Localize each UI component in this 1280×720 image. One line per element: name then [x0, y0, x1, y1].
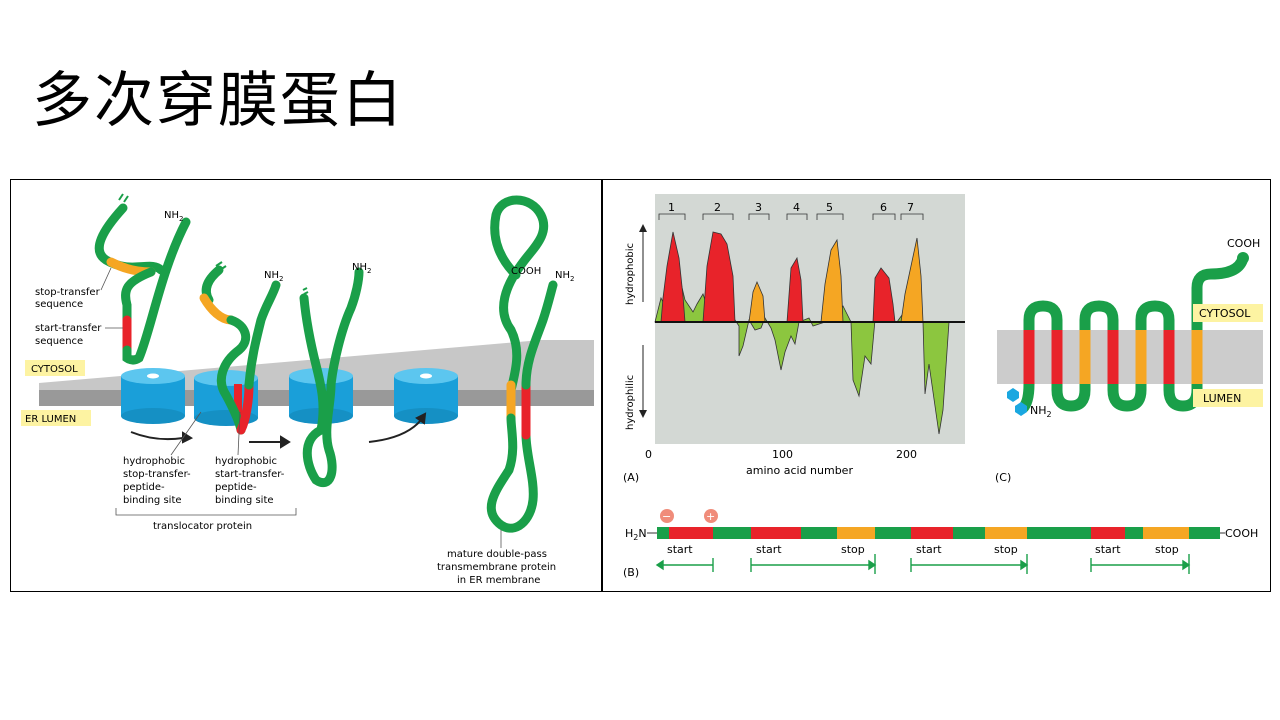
- segment-brackets: 1 2 3 4 5 6 7: [658, 201, 924, 220]
- nh2-label-3: NH2: [352, 262, 371, 275]
- sequence-arrows: [655, 554, 1191, 574]
- translocator-4: [394, 368, 458, 424]
- hydrophobic-stop-label-2: stop-transfer-: [123, 469, 191, 480]
- topology-membrane: [997, 330, 1263, 384]
- hydrophobic-stop-label-3: peptide-: [123, 482, 165, 493]
- segment-number: 3: [755, 201, 762, 214]
- slide-title: 多次穿膜蛋白: [32, 66, 404, 136]
- topology-nh2-label: NH2: [1030, 404, 1052, 419]
- chain-end-mark: [123, 195, 129, 203]
- seq-mark: stop: [1155, 543, 1179, 556]
- start-site-leader: [237, 411, 241, 456]
- hydropathy-peak-red: [660, 231, 896, 323]
- translocator-label: translocator protein: [153, 521, 252, 532]
- y-arrow-down-head: [639, 410, 647, 418]
- charge-plus-circle: [704, 509, 718, 523]
- nh2-label-4: NH2: [555, 270, 574, 283]
- nh2-label-1: NH2: [164, 210, 183, 223]
- er-lumen-badge: [21, 410, 91, 426]
- sequence-bar: [657, 527, 1220, 539]
- cooh-end: [1237, 252, 1249, 264]
- chain-end-mark: [219, 265, 227, 271]
- seq-mark: start: [667, 543, 693, 556]
- start-transfer-label-2: sequence: [35, 336, 83, 347]
- x-tick: 0: [645, 448, 652, 461]
- hydrophobic-start-label-3: peptide-: [215, 482, 257, 493]
- x-tick: 200: [896, 448, 917, 461]
- segment-number: 2: [714, 201, 721, 214]
- mature-label-1: mature double-pass: [447, 549, 547, 560]
- translocation-diagram-panel: NH2 NH2 NH2 NH2 COOH stop-transfer seque…: [10, 179, 602, 592]
- start-transfer-label-1: start-transfer: [35, 323, 102, 334]
- segment-number: 6: [880, 201, 887, 214]
- seq-mark: start: [1095, 543, 1121, 556]
- cooh-label: COOH: [511, 266, 541, 277]
- stop-transfer-label-2: sequence: [35, 299, 83, 310]
- multipass-analysis: hydrophobic hydrophilic 1 2 3 4 5 6 7 0 …: [623, 194, 1263, 579]
- panel-label-b: (B): [623, 566, 639, 579]
- charge-minus: −: [662, 510, 671, 523]
- chain-stage-2: [199, 265, 281, 435]
- charge-minus-circle: [660, 509, 674, 523]
- seq-mark: stop: [994, 543, 1018, 556]
- x-tick: 100: [772, 448, 793, 461]
- nh2-glyco-1: [1007, 388, 1019, 402]
- h2n-label: H2N: [625, 527, 647, 542]
- y-arrow-up-head: [639, 224, 647, 232]
- hydrophobic-stop-label-4: binding site: [123, 495, 182, 506]
- chain-end-mark: [302, 287, 308, 291]
- hydropathy-peak-orange: [748, 237, 924, 323]
- topology-cytosol-label: CYTOSOL: [1199, 307, 1251, 320]
- segment-number: 7: [907, 201, 914, 214]
- translocation-diagram: NH2 NH2 NH2 NH2 COOH stop-transfer seque…: [21, 193, 594, 586]
- panel-label-a: (A): [623, 471, 639, 484]
- stop-site-leader: [170, 411, 202, 456]
- sequence-marks: start start stop start stop start stop: [667, 543, 1179, 556]
- hydrophobic-start-label-4: binding site: [215, 495, 274, 506]
- seq-mark: start: [756, 543, 782, 556]
- x-axis-label: amino acid number: [746, 464, 853, 477]
- arrow-1: [130, 431, 194, 444]
- hydrophobic-start-label-2: start-transfer-: [215, 469, 285, 480]
- topology-cytosol-badge: [1193, 304, 1263, 322]
- mature-label-3: in ER membrane: [457, 575, 540, 586]
- nh2-glyco-2: [1015, 402, 1027, 416]
- segment-number: 1: [668, 201, 675, 214]
- seq-cooh-label: COOH: [1225, 527, 1258, 540]
- y-label-hydrophobic: hydrophobic: [625, 243, 636, 305]
- translocator-1: [121, 368, 185, 424]
- chain-stage-3: [299, 267, 364, 487]
- segment-number: 4: [793, 201, 800, 214]
- topology-cooh-label: COOH: [1227, 237, 1260, 250]
- mature-protein: [486, 195, 558, 533]
- chain-stage-1: [94, 203, 191, 365]
- stop-transfer-label-1: stop-transfer: [35, 287, 101, 298]
- topology-lumen-label: LUMEN: [1203, 392, 1241, 405]
- panel-label-c: (C): [995, 471, 1011, 484]
- cytosol-badge: [25, 360, 85, 376]
- hydrophobic-start-label-1: hydrophobic: [215, 456, 277, 467]
- arrow-2: [249, 435, 291, 449]
- er-lumen-label: ER LUMEN: [25, 414, 76, 425]
- chain-end-mark: [118, 193, 124, 201]
- topology-lumen-badge: [1193, 389, 1263, 407]
- nh2-label-2: NH2: [264, 270, 283, 283]
- chain-end-mark: [215, 261, 223, 267]
- y-label-hydrophilic: hydrophilic: [625, 375, 636, 430]
- x-ticks: 0 100 200: [645, 448, 917, 461]
- segment-number: 5: [826, 201, 833, 214]
- seq-mark: stop: [841, 543, 865, 556]
- chain-end-mark: [303, 291, 309, 295]
- cytosol-label: CYTOSOL: [31, 364, 78, 375]
- mature-label-2: transmembrane protein: [437, 562, 556, 573]
- arrow-3: [368, 412, 427, 443]
- multipass-analysis-panel: hydrophobic hydrophilic 1 2 3 4 5 6 7 0 …: [602, 179, 1271, 592]
- hydrophobic-stop-label-1: hydrophobic: [123, 456, 185, 467]
- stop-transfer-leader: [100, 267, 112, 291]
- translocator-bracket: [115, 508, 297, 516]
- seq-mark: start: [916, 543, 942, 556]
- charge-plus: +: [706, 510, 715, 523]
